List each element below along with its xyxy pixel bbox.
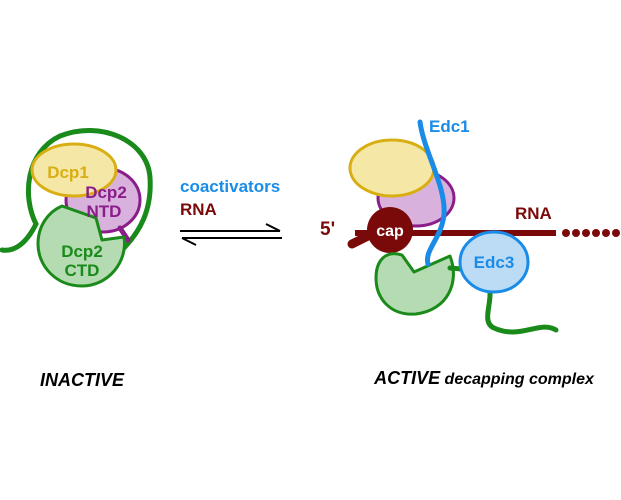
inactive-caption: INACTIVE	[40, 370, 125, 390]
dcp2-ntd-tail	[117, 225, 131, 243]
active-dcp1-domain	[348, 138, 436, 198]
cap	[367, 207, 413, 253]
dcp1-domain	[30, 142, 118, 198]
dcp2-ctd-label-line1: Dcp2	[61, 242, 103, 261]
equilibrium: coactivators RNA	[180, 177, 282, 246]
forward-arrow	[180, 223, 281, 232]
dcp2-ctd-domain	[36, 204, 126, 288]
active-caption-italic: ACTIVE	[373, 368, 441, 388]
active-caption-rest: decapping complex	[440, 371, 595, 388]
coactivators-label: coactivators	[180, 177, 280, 196]
five-prime-label: 5'	[320, 219, 335, 240]
dcp2-ntd-label-line2: NTD	[87, 202, 122, 221]
equilibrium-rna-label: RNA	[180, 200, 217, 219]
dcp2-ctd-label-line2: CTD	[65, 261, 100, 280]
dcp1-label: Dcp1	[47, 163, 89, 182]
active-rna-label: RNA	[515, 204, 552, 223]
edc1-label: Edc1	[429, 117, 470, 136]
reverse-arrow	[181, 237, 282, 246]
inactive-complex: Dcp1 Dcp2 NTD Dcp2 CTD INACTIVE	[0, 127, 153, 390]
dcp2-ntd-label-line1: Dcp2	[85, 183, 127, 202]
rna-dotted-continuation	[562, 229, 620, 237]
edc3-label: Edc3	[474, 253, 515, 272]
edc3-domain	[458, 230, 530, 294]
active-caption: ACTIVE decapping complex	[373, 368, 595, 388]
active-dcp2-ctd-domain	[374, 252, 455, 316]
cap-label: cap	[376, 223, 404, 240]
equilibrium-arrows	[180, 223, 282, 246]
dcp2-linker-loop	[0, 127, 153, 253]
active-complex: Edc1 5' cap RNA Edc3 ACTIVE decapping co…	[320, 117, 620, 388]
edc1-strand	[417, 119, 447, 267]
